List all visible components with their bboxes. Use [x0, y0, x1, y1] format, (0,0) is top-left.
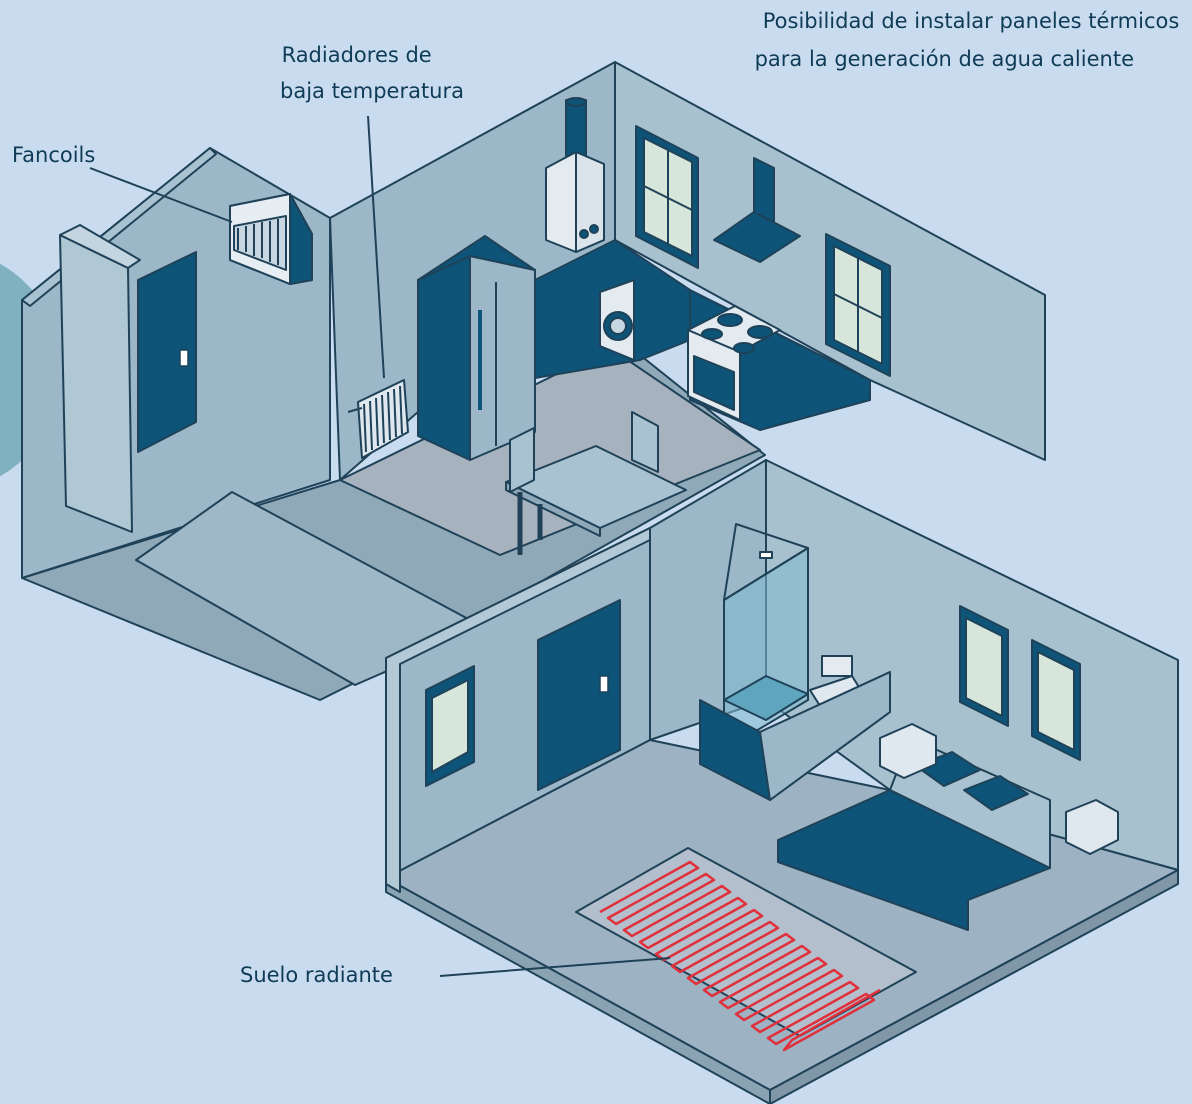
- toilet: [809, 655, 863, 707]
- partition-wall: [59, 234, 133, 533]
- thermal-panels-label: Posibilidad de instalar paneles térmicos…: [755, 9, 1186, 71]
- washing-machine: [599, 279, 635, 361]
- underfloor-label: Suelo radiante: [240, 963, 393, 987]
- radiators-label: Radiadores de baja temperatura: [280, 43, 464, 103]
- dining-table: [505, 411, 687, 555]
- thermal-panels-label-line-1: Posibilidad de instalar paneles térmicos: [763, 9, 1180, 33]
- underfloor-leader: [439, 957, 671, 977]
- kitchen-window-1: [635, 125, 699, 269]
- nightstand-right: [1065, 799, 1119, 855]
- bathtub: [699, 671, 891, 801]
- radiators-label-line-1: Radiadores de: [282, 43, 432, 67]
- kitchen-window-2: [825, 233, 891, 377]
- boiler: [545, 97, 605, 253]
- bedroom-window-right-1: [959, 605, 1009, 727]
- bedroom-door: [537, 599, 621, 791]
- fridge: [417, 235, 536, 461]
- radiators-leader: [367, 115, 385, 379]
- fancoil-unit: [229, 193, 313, 285]
- radiators-label-line-2: baja temperatura: [280, 79, 464, 103]
- low-temp-radiator: [347, 379, 409, 459]
- nightstand-left: [879, 723, 937, 779]
- lower-floor-edge: [385, 877, 771, 1104]
- fancoils-label: Fancoils: [12, 143, 95, 167]
- shower: [723, 460, 809, 751]
- fancoils-leader: [89, 167, 233, 223]
- underfloor-heating-mat: [575, 847, 917, 1052]
- bedroom-window-right-2: [1031, 639, 1081, 761]
- range-hood: [713, 157, 801, 263]
- oven: [687, 305, 781, 421]
- partition-wall-side: [59, 224, 141, 269]
- bedroom-window-left: [425, 665, 475, 787]
- thermal-panels-label-line-2: para la generación de agua caliente: [755, 47, 1134, 71]
- entry-door: [137, 251, 197, 453]
